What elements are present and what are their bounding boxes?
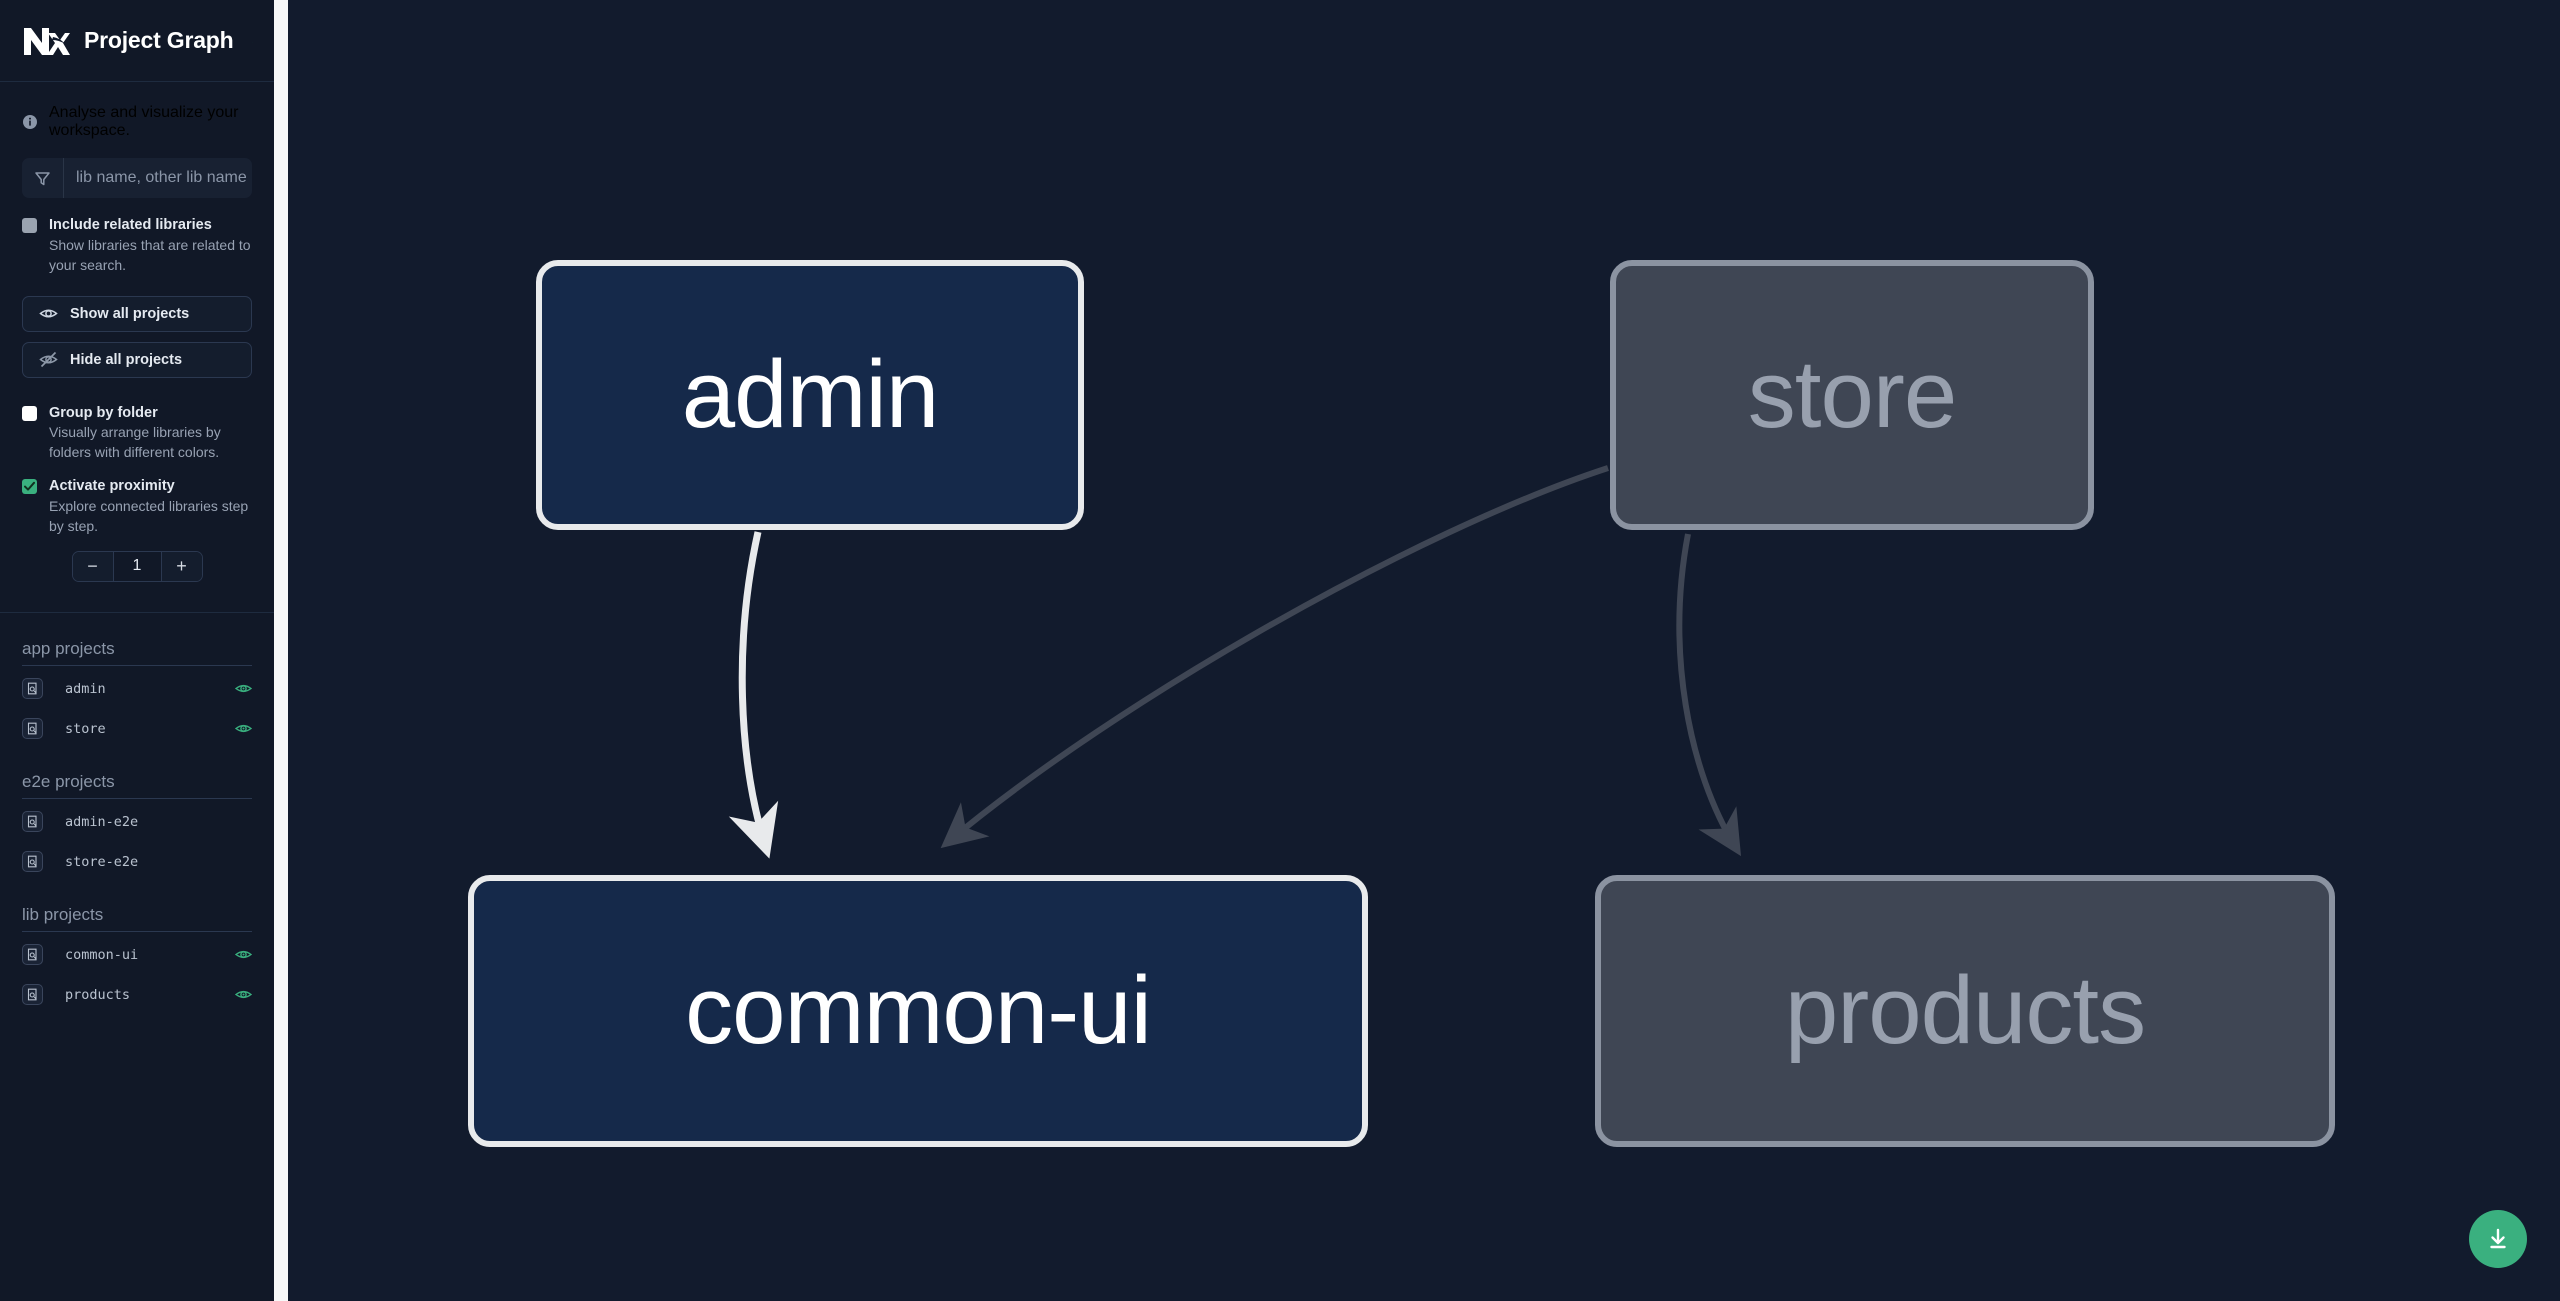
project-name: common-ui: [65, 946, 139, 963]
project-group-lib-projects: lib projects common-ui: [0, 879, 274, 1012]
option-title: Include related libraries: [49, 217, 212, 233]
option-group-by-folder[interactable]: Group by folder Visually arrange librari…: [0, 378, 274, 464]
eye-off-icon: [39, 350, 58, 369]
sidebar: Project Graph Analyse and visualize your…: [0, 0, 274, 1301]
edge-store-to-common-ui: [940, 465, 1609, 849]
graph-node-admin[interactable]: admin: [536, 260, 1084, 530]
include-related-libraries-checkbox[interactable]: [22, 218, 37, 233]
proximity-increment-button[interactable]: +: [160, 551, 202, 581]
project-visibility-eye-icon[interactable]: [234, 680, 253, 697]
download-graph-button[interactable]: [2469, 1210, 2527, 1268]
group-rule: [22, 664, 252, 666]
graph-node-label: admin: [681, 341, 939, 448]
group-rule: [22, 797, 252, 799]
group-heading: e2e projects: [22, 771, 115, 791]
project-icon[interactable]: [22, 678, 43, 700]
project-row-store-e2e[interactable]: store-e2e: [22, 845, 252, 879]
project-icon[interactable]: [22, 851, 43, 873]
eye-icon: [39, 304, 58, 323]
tagline-text: Analyse and visualize your workspace.: [49, 104, 239, 139]
proximity-value: 1: [113, 551, 161, 581]
graph-node-products[interactable]: products: [1595, 875, 2335, 1147]
sidebar-divider: [0, 611, 274, 613]
sidebar-scrollbar[interactable]: [274, 0, 288, 1301]
monitor-icon[interactable]: [251, 30, 253, 52]
project-icon[interactable]: [22, 718, 43, 740]
option-description: Show libraries that are related to your …: [49, 236, 251, 273]
hide-all-projects-button[interactable]: Hide all projects: [22, 341, 252, 378]
option-title: Group by folder: [49, 404, 158, 421]
graph-node-label: products: [1784, 957, 2146, 1064]
funnel-icon: [22, 158, 64, 198]
group-by-folder-checkbox[interactable]: [22, 405, 37, 421]
group-heading: app projects: [22, 638, 115, 658]
project-icon[interactable]: [22, 944, 43, 966]
project-row-admin[interactable]: admin: [22, 672, 253, 706]
search-input[interactable]: [64, 158, 252, 198]
show-all-projects-button[interactable]: Show all projects: [22, 295, 252, 332]
edge-store-to-products: [1676, 533, 1742, 857]
project-name: admin: [65, 680, 106, 697]
option-title: Activate proximity: [49, 478, 175, 495]
project-name: store: [65, 720, 106, 737]
project-group-app-projects: app projects admin: [0, 613, 274, 746]
project-graph-canvas[interactable]: admin store common-ui products: [288, 0, 2560, 1301]
project-visibility-eye-icon[interactable]: [234, 720, 253, 737]
app-header: Project Graph: [0, 0, 274, 82]
show-all-projects-label: Show all projects: [70, 305, 190, 322]
edge-admin-to-common-ui: [728, 531, 779, 859]
proximity-stepper: − 1 +: [0, 537, 274, 582]
project-visibility-eye-icon[interactable]: [234, 946, 253, 963]
project-row-common-ui[interactable]: common-ui: [22, 938, 253, 972]
option-description: Explore connected libraries step by step…: [49, 498, 249, 534]
nx-logo-icon: [22, 24, 70, 57]
graph-node-label: store: [1747, 341, 1957, 448]
group-heading: lib projects: [22, 904, 104, 924]
project-name: store-e2e: [65, 853, 139, 870]
graph-edges: [728, 465, 1742, 859]
search-box[interactable]: [22, 158, 252, 198]
graph-node-common-ui[interactable]: common-ui: [468, 875, 1368, 1147]
graph-node-store[interactable]: store: [1610, 260, 2094, 530]
info-icon: [22, 114, 38, 130]
download-icon: [2485, 1226, 2511, 1252]
activate-proximity-checkbox[interactable]: [22, 479, 37, 495]
graph-node-label: common-ui: [685, 957, 1152, 1064]
project-row-store[interactable]: store: [22, 712, 253, 746]
project-icon[interactable]: [22, 984, 43, 1006]
hide-all-projects-label: Hide all projects: [70, 351, 183, 368]
project-row-admin-e2e[interactable]: admin-e2e: [22, 805, 252, 839]
page-title: Project Graph: [84, 27, 234, 53]
search-container: [0, 140, 274, 198]
visibility-buttons: Show all projects Hide all projects: [0, 276, 274, 378]
group-rule: [22, 930, 252, 932]
project-icon[interactable]: [22, 811, 43, 833]
project-name: products: [65, 986, 131, 1003]
option-activate-proximity[interactable]: Activate proximity Explore connected lib…: [0, 463, 274, 537]
project-name: admin-e2e: [65, 813, 139, 830]
option-description: Visually arrange libraries by folders wi…: [49, 424, 221, 461]
project-group-e2e-projects: e2e projects admin-e2e: [0, 746, 274, 879]
tagline: Analyse and visualize your workspace.: [0, 82, 274, 140]
project-row-products[interactable]: products: [22, 978, 253, 1012]
project-visibility-eye-icon[interactable]: [234, 986, 253, 1003]
option-include-related-libraries[interactable]: Include related libraries Show libraries…: [0, 198, 274, 276]
proximity-decrement-button[interactable]: −: [72, 551, 114, 581]
